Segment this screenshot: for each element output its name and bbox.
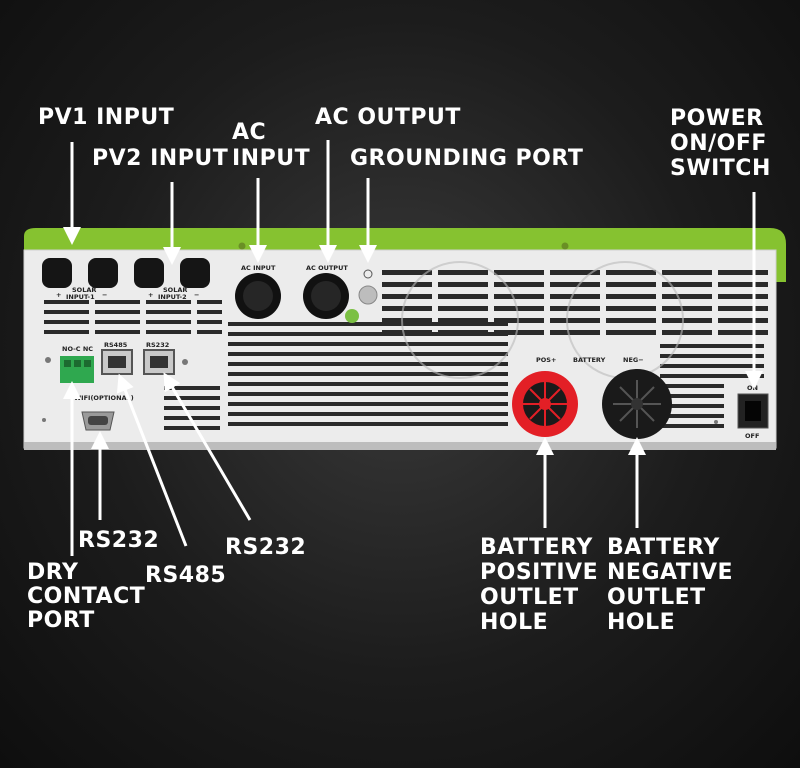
screw: [182, 359, 188, 365]
label-battery-pos-line3: OUTLET: [480, 585, 579, 610]
panel-label-pos: POS+: [536, 356, 557, 364]
panel-label-wifi: WIFI(OPTIONAL): [74, 394, 134, 402]
fan: [401, 261, 519, 379]
green-top-cover: [24, 228, 786, 282]
label-battery-neg-line4: HOLE: [607, 610, 676, 635]
panel-label-input-1: INPUT-1: [66, 293, 95, 301]
pv-connectors: [42, 258, 210, 288]
center-grille: [164, 322, 508, 430]
panel-label-no-c-nc: NO-C NC: [62, 345, 94, 353]
panel-label-rs232: RS232: [146, 341, 170, 349]
panel-label-battery: BATTERY: [573, 356, 606, 364]
label-power-switch-line2: ON/OFF: [670, 131, 767, 156]
screw: [42, 418, 46, 422]
ac-output-gland-inner: [311, 281, 341, 311]
panel-shadow: [24, 442, 776, 450]
panel-label-ac-input: AC INPUT: [241, 264, 276, 272]
label-power-switch-line3: SWITCH: [670, 156, 771, 181]
label-pv1-input: PV1 INPUT: [38, 105, 175, 130]
label-pv2-input: PV2 INPUT: [92, 146, 229, 171]
label-battery-neg-line3: OUTLET: [607, 585, 706, 610]
power-switch: [737, 393, 769, 429]
label-ac-input-line1: AC: [232, 120, 267, 145]
screw: [238, 242, 246, 250]
panel-label-rs485: RS485: [104, 341, 128, 349]
label-ac-output: AC OUTPUT: [315, 105, 461, 130]
ground-sticker: [345, 309, 359, 323]
panel-label-plus-1: +: [56, 291, 62, 299]
panel-label-minus-2: −: [194, 291, 200, 299]
label-ac-input-line2: INPUT: [232, 146, 311, 171]
panel-label-input-2: INPUT-2: [158, 293, 187, 301]
label-dry-contact-line3: PORT: [27, 608, 95, 633]
ground-symbol: [363, 269, 373, 279]
arrow-rs232-rj: [163, 372, 252, 521]
panel-label-plus-2: +: [148, 291, 154, 299]
panel-label-solar-1: SOLAR: [72, 286, 97, 294]
grounding-screw: [358, 285, 378, 305]
screw: [45, 357, 51, 363]
screw: [714, 420, 718, 424]
label-battery-pos-line4: HOLE: [480, 610, 549, 635]
label-battery-pos-line1: BATTERY: [480, 535, 593, 560]
left-vents: [44, 300, 222, 334]
label-dry-contact-line1: DRY: [27, 560, 79, 585]
label-dry-contact-line2: CONTACT: [27, 584, 146, 609]
panel-label-neg: NEG−: [623, 356, 644, 364]
label-rs232-db9: RS232: [78, 528, 160, 553]
panel-label-minus-1: −: [102, 291, 108, 299]
panel-label-solar-2: SOLAR: [163, 286, 188, 294]
panel-label-off: OFF: [745, 432, 760, 440]
ac-input-gland-inner: [243, 281, 273, 311]
screw: [561, 242, 569, 250]
label-battery-neg-line1: BATTERY: [607, 535, 720, 560]
label-battery-neg-line2: NEGATIVE: [607, 560, 734, 585]
right-grille: [660, 344, 764, 428]
panel-label-ac-output: AC OUTPUT: [306, 264, 348, 272]
label-battery-pos-line2: POSITIVE: [480, 560, 599, 585]
label-power-switch-line1: POWER: [670, 106, 764, 131]
label-grounding-port: GROUNDING PORT: [350, 146, 584, 171]
arrow-rs485: [116, 373, 188, 547]
label-rs485: RS485: [145, 563, 227, 588]
label-rs232-rj: RS232: [225, 535, 307, 560]
